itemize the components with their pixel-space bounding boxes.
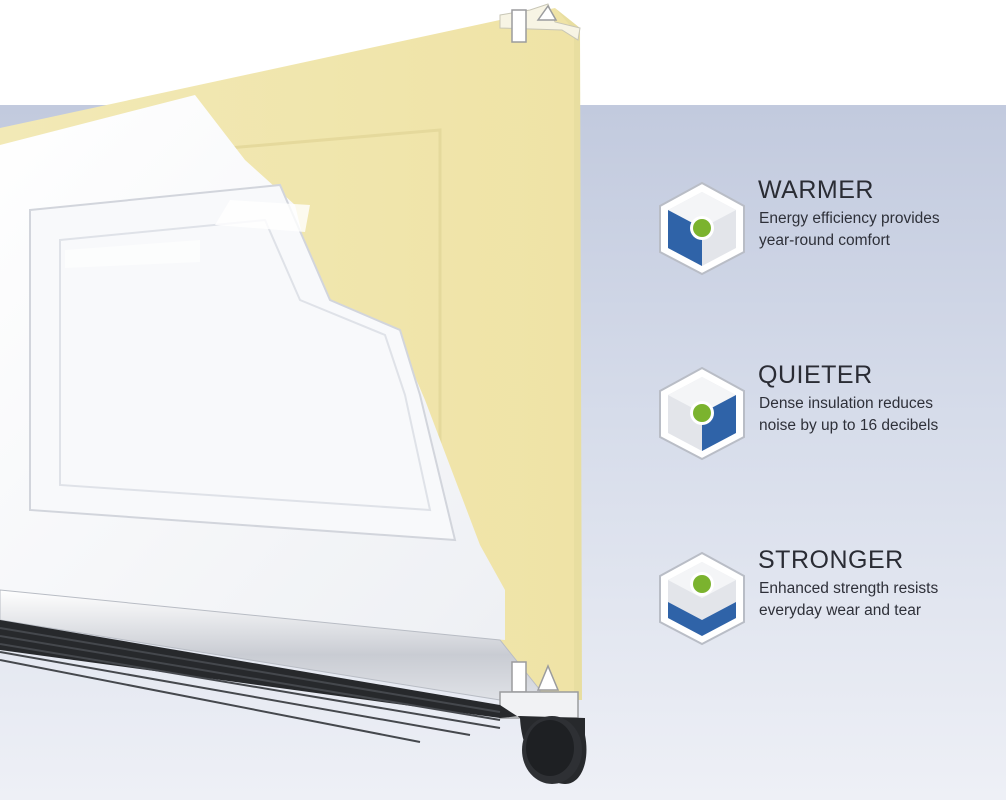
feature-title: STRONGER: [758, 546, 904, 574]
feature-stronger: STRONGER Enhanced strength resists every…: [656, 546, 996, 650]
insulated-cube-left-face-icon: [659, 181, 745, 276]
insulated-cube-right-face-icon: [659, 366, 745, 461]
panel-edge: [555, 8, 582, 700]
feature-quieter: QUIETER Dense insulation reduces noise b…: [656, 361, 996, 465]
feature-title: WARMER: [758, 176, 874, 204]
feature-description: Dense insulation reduces noise by up to …: [759, 395, 939, 434]
feature-warmer: WARMER Energy efficiency provides year-r…: [656, 176, 996, 280]
feature-description: Energy efficiency provides year-round co…: [759, 210, 940, 249]
feature-description: Enhanced strength resists everyday wear …: [759, 580, 939, 619]
feature-title: QUIETER: [758, 361, 873, 389]
insulated-cube-bottom-face-icon: [659, 551, 745, 646]
